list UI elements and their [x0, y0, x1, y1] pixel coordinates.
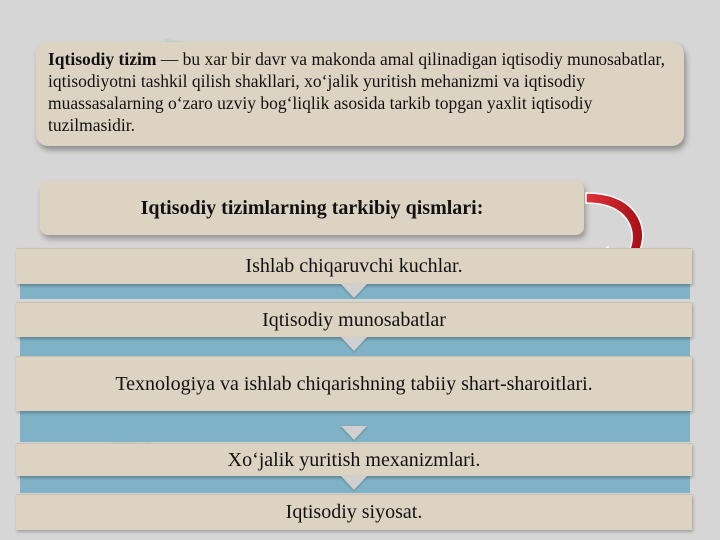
- component-label: Ishlab chiqaruvchi kuchlar.: [245, 255, 463, 277]
- down-arrow-icon: [341, 476, 367, 490]
- component-label: Iqtisodiy siyosat.: [285, 501, 423, 523]
- down-arrow-icon: [341, 284, 367, 298]
- component-label: Iqtisodiy munosabatlar: [262, 308, 446, 331]
- definition-box: Iqtisodiy tizim — bu xar bir davr va mak…: [36, 42, 684, 146]
- definition-text: — bu xar bir davr va makonda amal qilina…: [48, 49, 666, 135]
- down-arrow-icon: [341, 426, 367, 440]
- component-label: Texnologiya va ishlab chiqarishning tabi…: [115, 372, 593, 395]
- component-row: Texnologiya va ishlab chiqarishning tabi…: [16, 356, 692, 411]
- component-row: Iqtisodiy siyosat.: [16, 494, 692, 530]
- down-arrow-icon: [341, 337, 367, 351]
- definition-term: Iqtisodiy tizim: [48, 49, 157, 69]
- component-label: Xo‘jalik yuritish mexanizmlari.: [227, 448, 481, 471]
- component-row: Xo‘jalik yuritish mexanizmlari.: [16, 443, 692, 476]
- components-heading: Iqtisodiy tizimlarning tarkibiy qismlari…: [40, 181, 584, 235]
- component-row: Ishlab chiqaruvchi kuchlar.: [16, 248, 692, 284]
- component-row: Iqtisodiy munosabatlar: [16, 302, 692, 337]
